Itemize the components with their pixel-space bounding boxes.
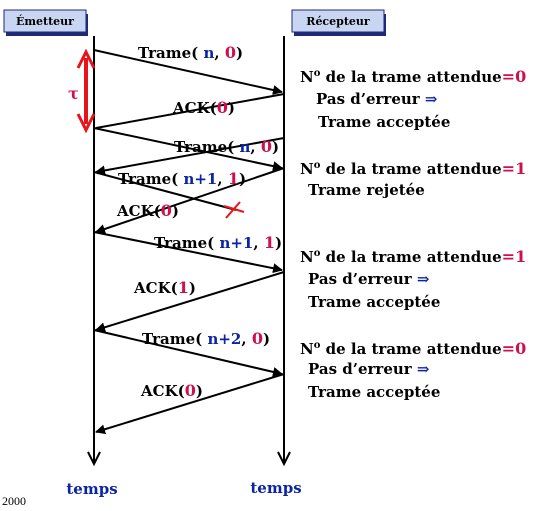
frame-arrow-4 (93, 329, 283, 377)
ack-label-2: ACK(0) (116, 201, 179, 220)
frame-label-2: Trame( n, 0) (174, 137, 279, 156)
frame-label-1: Trame( n, 0) (138, 43, 243, 62)
ack-arrow-3 (95, 271, 285, 333)
receiver-note-3: No de la trame attendue=1 Pas d’erreur ⇒… (300, 247, 526, 311)
ack-arrow-1 (95, 137, 285, 176)
tau-arrow-down-icon (76, 113, 96, 134)
loss-cross-icon (223, 201, 245, 219)
receiver-note-2: No de la trame attendue=1 Trame rejetée (300, 159, 526, 199)
sender-time-label: temps (66, 480, 117, 498)
frame-label-3: Trame( n+1, 1) (154, 233, 282, 252)
receiver-time-label: temps (250, 479, 301, 497)
ack-label-3: ACK(1) (133, 278, 196, 297)
svg-text:Pas d’erreur ⇒: Pas d’erreur ⇒ (308, 270, 430, 288)
svg-text:No de la trame attendue=1: No de la trame attendue=1 (300, 247, 526, 266)
svg-text:Trame acceptée: Trame acceptée (318, 113, 450, 131)
receiver-timeline-arrow-icon (277, 451, 291, 467)
sender-timeline-arrow-icon (87, 451, 101, 467)
footer-year: 2000 (2, 494, 26, 508)
lost-frame-line (93, 171, 237, 211)
frame-arrow-2 (93, 127, 283, 172)
svg-text:No de la trame attendue=0: No de la trame attendue=0 (300, 67, 526, 86)
svg-text:Pas d’erreur ⇒: Pas d’erreur ⇒ (308, 360, 430, 378)
receiver-note-1: No de la trame attendue=0 Pas d’erreur ⇒… (300, 67, 526, 131)
svg-text:No de la trame attendue=1: No de la trame attendue=1 (300, 159, 526, 178)
svg-text:Trame acceptée: Trame acceptée (308, 293, 440, 311)
receiver-note-4: No de la trame attendue=0 Pas d’erreur ⇒… (300, 339, 526, 401)
svg-text:Pas d’erreur ⇒: Pas d’erreur ⇒ (316, 90, 438, 108)
tau-arrow-up-icon (76, 48, 96, 69)
svg-text:Trame acceptée: Trame acceptée (308, 383, 440, 401)
sender-title: Émetteur (16, 14, 74, 28)
svg-text:No de la trame attendue=0: No de la trame attendue=0 (300, 339, 526, 358)
ack-arrow-2 (95, 167, 285, 234)
ack-label-1: ACK(0) (172, 98, 235, 117)
frame-arrow-1 (93, 49, 283, 95)
ack-line-1 (95, 93, 285, 129)
sender-header: Émetteur (3, 9, 88, 36)
receiver-header: Récepteur (291, 9, 386, 36)
frame-label-4: Trame( n+2, 0) (142, 329, 270, 348)
ack-arrow-4 (95, 373, 285, 435)
frame-arrow-3 (93, 231, 283, 274)
svg-text:Trame rejetée: Trame rejetée (308, 181, 425, 199)
receiver-title: Récepteur (306, 15, 370, 28)
tau-label: τ (68, 84, 79, 103)
frame-label-lost: Trame( n+1, 1) (118, 169, 246, 188)
ack-label-4: ACK(0) (140, 381, 203, 400)
